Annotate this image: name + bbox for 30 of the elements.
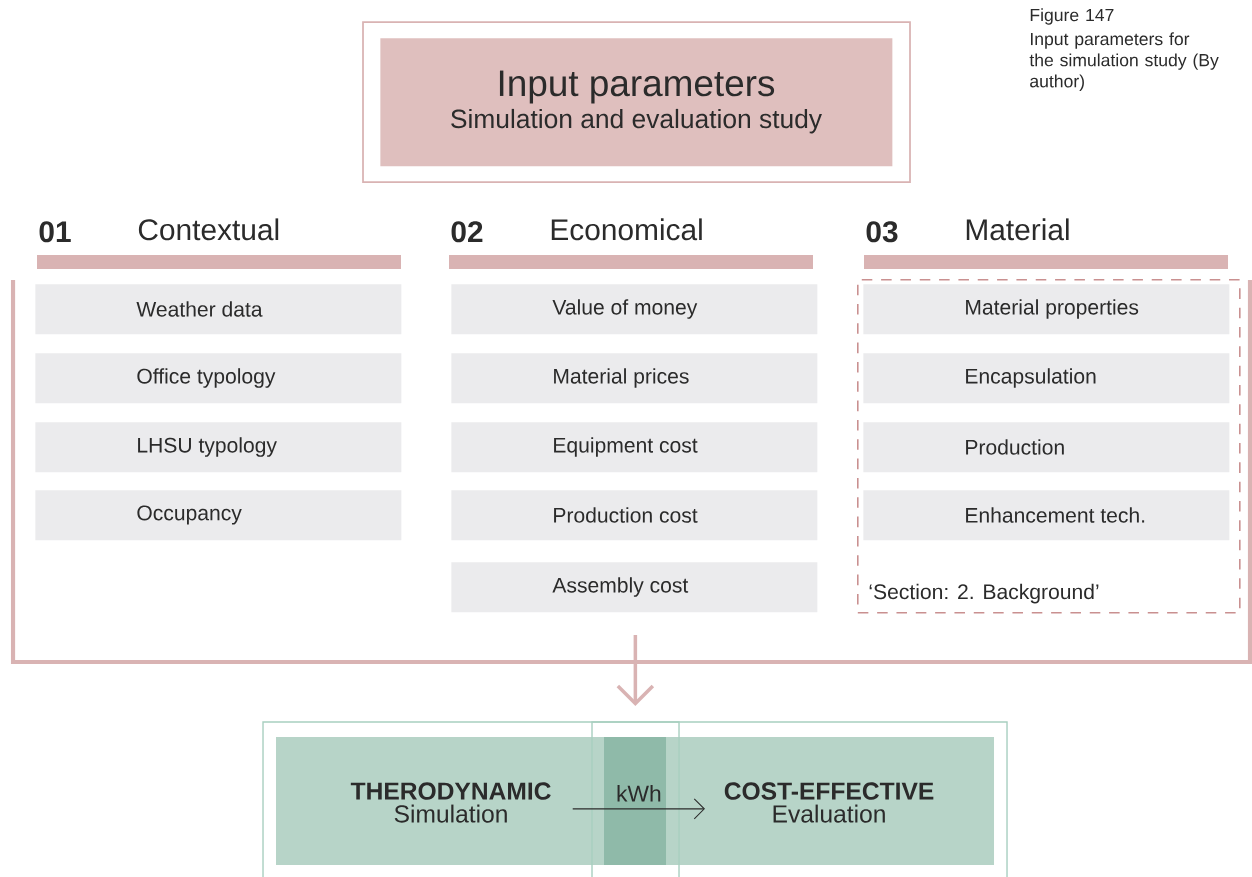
list-item: Equipment cost [451, 422, 818, 473]
figure-caption: Figure 147 [1030, 8, 1114, 25]
node-label: Economical [551, 218, 702, 241]
list-item: Encapsulation [863, 353, 1230, 404]
list-item: Value of money [451, 284, 818, 335]
list-item: Production [863, 422, 1230, 473]
column-header: 02 Economical [449, 218, 813, 269]
list-item: Material prices [451, 353, 818, 404]
node-label: Material [966, 218, 1069, 241]
edge-label: kWh [617, 784, 661, 802]
node-label: 03 [866, 221, 898, 243]
column-header: 03 Material [864, 218, 1228, 269]
list-item: Material properties [863, 284, 1230, 335]
node-label: Contextual [138, 218, 279, 241]
list-item: Occupancy [35, 490, 402, 541]
node-label: 02 [451, 221, 483, 243]
list-item: Assembly cost [451, 562, 818, 613]
list-item: Weather data [35, 284, 402, 335]
node-label: 01 [39, 221, 71, 243]
list-item: LHSU typology [35, 422, 402, 473]
process-label: COST-EFFECTIVE Evaluation [724, 782, 934, 823]
process-label: THERODYNAMIC Simulation [350, 782, 551, 823]
arrow [572, 798, 705, 820]
title-box: Input parameters Simulation and evaluation study [362, 21, 911, 183]
list-item: Enhancement tech. [863, 490, 1230, 541]
list-item: Office typology [35, 353, 402, 404]
list-item: Production cost [451, 490, 818, 541]
column-header: 01 Contextual [37, 218, 401, 269]
outer-frame [262, 721, 1008, 877]
figure-caption: Input parameters for the simulation study (By author) [1029, 32, 1219, 91]
